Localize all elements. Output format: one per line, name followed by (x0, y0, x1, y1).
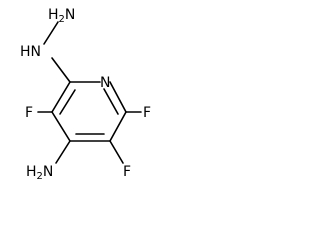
ring-bond-n-c6 (109, 81, 127, 113)
atom-fluorine-left: F (25, 105, 33, 121)
bond-c1-nh (51, 57, 71, 83)
ring-bond-c4-c2 (51, 111, 71, 142)
ring-bond-c1-c2 (51, 81, 71, 113)
atom-fluorine-bottom: F (123, 164, 131, 180)
ring-bond-c1-c2-inner (59, 89, 76, 115)
bond-c4-nh2 (55, 140, 71, 164)
bond-c5-f (109, 140, 124, 164)
bond-nh-nh2 (43, 21, 59, 45)
atom-fluorine-right: F (143, 105, 151, 121)
atom-amine: H2N (26, 164, 53, 182)
pyridine-ring (51, 81, 127, 142)
ring-bond-c6-c5 (109, 111, 127, 142)
molecule-diagram: H2N HN N F F F H2N (20, 7, 151, 182)
substituent-bonds (37, 21, 142, 164)
ring-bond-n-c6-inner (103, 88, 119, 115)
atom-labels: H2N HN N F F F H2N (20, 7, 151, 182)
atom-hydrazine-nh: HN (20, 44, 41, 60)
atom-ring-nitrogen: N (100, 75, 110, 91)
atom-hydrazine-nh2: H2N (48, 7, 75, 25)
